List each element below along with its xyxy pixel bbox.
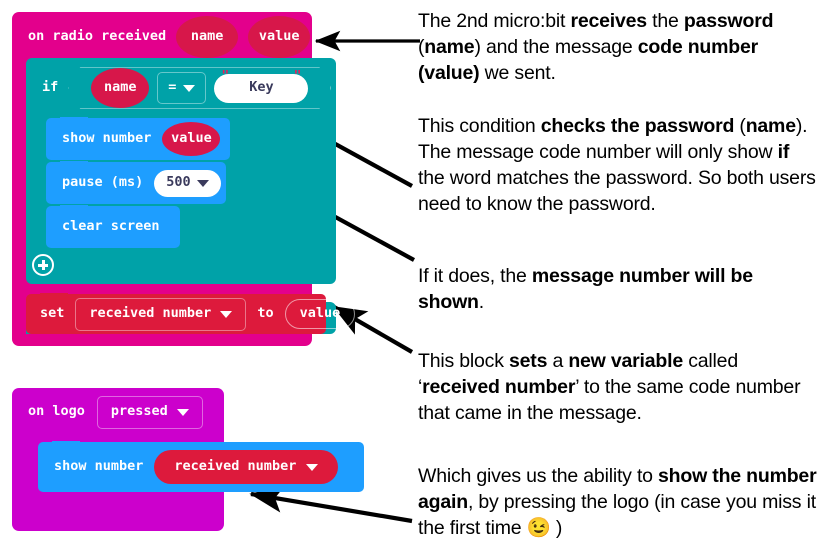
if-header: if name = " Key " then	[26, 58, 378, 118]
quote-left-icon: "	[221, 68, 230, 84]
plus-circle-icon[interactable]	[32, 254, 54, 276]
chevron-down-icon	[176, 408, 189, 416]
block-show-number-value[interactable]: show number value	[46, 117, 230, 160]
block-show-number-received[interactable]: show number received number	[38, 441, 364, 492]
pause-value-label: 500	[166, 174, 191, 191]
arrow-to-logo-block	[249, 486, 413, 524]
chevron-down-icon	[220, 310, 233, 318]
show-number-label: show number	[62, 130, 152, 147]
show-number-argument-label: value	[171, 130, 212, 147]
logo-gesture-dropdown[interactable]: pressed	[96, 395, 203, 429]
set-variable-dropdown[interactable]: received number	[75, 297, 247, 331]
if-block-spine	[26, 108, 46, 268]
param-oval-name[interactable]: name	[176, 16, 239, 58]
block-on-radio-received[interactable]: on radio received name value if name =	[12, 12, 378, 346]
show-number-received-argument-label: received number	[174, 458, 297, 475]
chevron-down-icon	[306, 463, 319, 471]
param-value-label: value	[258, 28, 300, 45]
show-number-received-argument[interactable]: received number	[154, 450, 339, 484]
then-label: then	[345, 79, 378, 96]
block-notch	[60, 117, 88, 124]
condition-left-operand[interactable]: name	[91, 68, 149, 108]
set-variable-argument-label: value	[299, 305, 341, 322]
annotation-logo: Which gives us the ability to show the n…	[418, 465, 817, 539]
show-number-argument[interactable]: value	[162, 122, 221, 156]
annotation-set-variable: This block sets a new variable called ‘r…	[418, 350, 801, 424]
condition-right-operand-value: Key	[249, 79, 274, 96]
on-logo-label: on logo	[28, 403, 85, 420]
on-radio-received-header: on radio received name value	[12, 12, 312, 62]
chevron-down-icon	[196, 179, 209, 187]
set-variable-name: received number	[89, 305, 212, 322]
set-label: set	[40, 305, 65, 322]
block-notch	[60, 161, 88, 168]
clear-screen-label: clear screen	[62, 218, 160, 235]
block-clear-screen[interactable]: clear screen	[46, 205, 180, 248]
block-if-then[interactable]: if name = " Key " then	[26, 58, 378, 334]
pause-value-dropdown[interactable]: 500	[154, 169, 221, 197]
comparison-operator-dropdown[interactable]: =	[157, 72, 206, 104]
pause-label: pause (ms)	[62, 174, 144, 191]
block-on-logo-pressed[interactable]: on logo pressed show number received num…	[12, 388, 364, 531]
logo-gesture-value: pressed	[110, 403, 168, 420]
set-variable-argument[interactable]: value	[284, 299, 356, 329]
block-notch	[52, 441, 80, 448]
if-label: if	[42, 79, 59, 96]
show-number-received-label: show number	[54, 458, 144, 475]
condition-right-text-field[interactable]: " Key "	[214, 74, 308, 103]
param-oval-value[interactable]: value	[248, 16, 311, 58]
param-name-label: name	[190, 28, 224, 45]
quote-right-icon: "	[293, 68, 302, 84]
block-pause[interactable]: pause (ms) 500	[46, 161, 226, 204]
block-notch	[60, 205, 88, 212]
block-set-variable[interactable]: set received number to value	[26, 293, 356, 334]
on-logo-pressed-header: on logo pressed	[12, 388, 224, 436]
annotation-if-does: If it does, the message number will be s…	[418, 265, 753, 313]
block-notch	[40, 293, 68, 300]
annotation-receives: The 2nd micro:bit receives the password …	[418, 10, 774, 84]
to-label: to	[257, 305, 274, 322]
condition-left-operand-label: name	[104, 79, 137, 96]
condition-comparison[interactable]: name = " Key "	[68, 67, 331, 109]
comparison-operator-label: =	[168, 79, 177, 96]
chevron-down-icon	[183, 85, 195, 92]
on-radio-received-label: on radio received	[28, 28, 167, 45]
annotation-condition: This condition checks the password (name…	[418, 115, 816, 215]
